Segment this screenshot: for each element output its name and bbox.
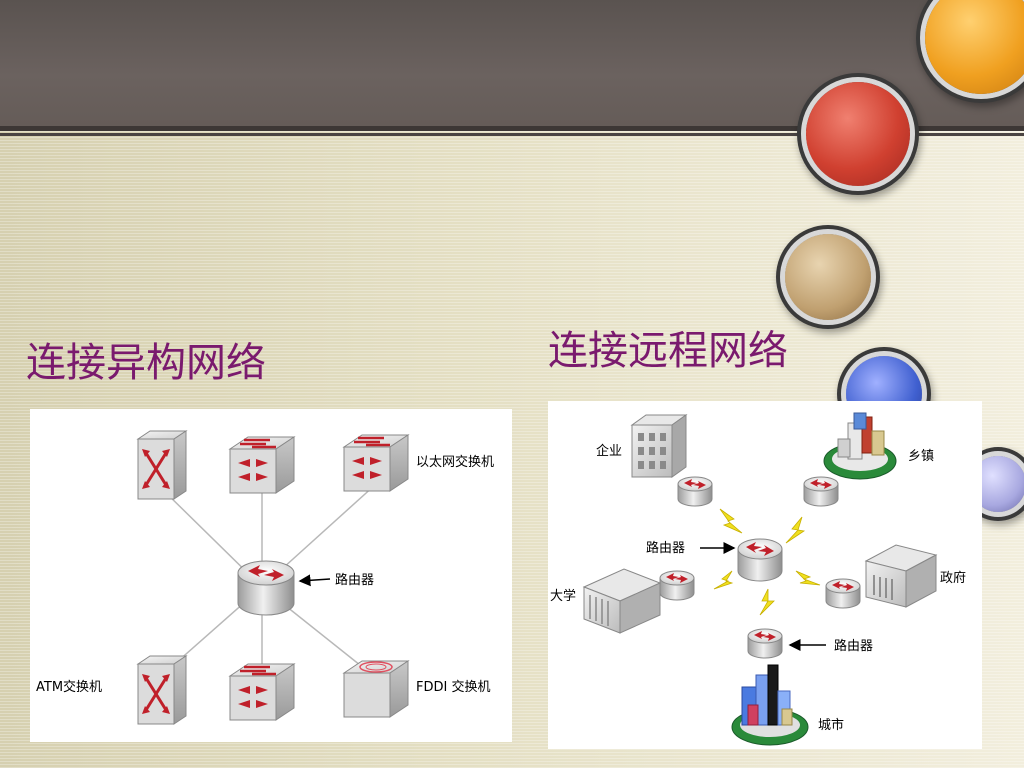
township-router-icon	[803, 476, 839, 507]
label-university: 大学	[550, 588, 576, 604]
enterprise-router-icon	[677, 476, 713, 507]
router-center-icon	[237, 560, 295, 616]
switch-top-left-icon	[136, 430, 188, 500]
label-router: 路由器	[335, 572, 374, 588]
label-router-center: 路由器	[646, 540, 685, 556]
atm-switch-icon	[136, 655, 188, 725]
top-divider-line-thin	[0, 133, 1024, 136]
university-router-icon	[659, 570, 695, 601]
label-township: 乡镇	[908, 449, 934, 464]
city-router-icon	[747, 628, 783, 659]
label-atm-switch: ATM交换机	[36, 679, 102, 695]
central-router-icon	[737, 538, 783, 582]
heterogeneous-network-svg: 以太网交换机 路由器	[36, 430, 494, 725]
heterogeneous-network-diagram: 以太网交换机 路由器	[30, 409, 512, 742]
top-divider-line	[0, 126, 1024, 131]
title-heterogeneous-network: 连接异构网络	[26, 340, 266, 386]
label-city: 城市	[818, 717, 844, 733]
label-router-bottom: 路由器	[834, 638, 873, 654]
ethernet-switch-icon	[342, 434, 410, 492]
title-remote-network: 连接远程网络	[548, 328, 788, 374]
label-ethernet-switch: 以太网交换机	[416, 454, 494, 470]
red-disc-decoration	[806, 82, 910, 186]
tan-disc-decoration	[785, 234, 871, 320]
enterprise-building-icon	[630, 414, 688, 478]
city-buildings-icon	[731, 664, 809, 746]
wireless-link-bolts	[713, 508, 821, 616]
orange-disc-decoration	[925, 0, 1024, 94]
label-government: 政府	[940, 571, 966, 586]
label-fddi-switch: FDDI 交换机	[416, 679, 490, 695]
fddi-switch-icon	[342, 660, 410, 718]
switch-bottom-middle-icon	[228, 663, 296, 721]
government-router-icon	[825, 578, 861, 609]
remote-network-svg: 路由器 企业	[550, 412, 966, 746]
remote-network-diagram: 路由器 企业	[548, 401, 982, 749]
router-pointer-arrow	[298, 574, 331, 587]
township-village-icon	[823, 412, 897, 480]
government-building-icon	[864, 544, 938, 608]
switch-top-middle-icon	[228, 436, 296, 494]
university-building-icon	[582, 568, 662, 634]
label-enterprise: 企业	[596, 443, 622, 459]
